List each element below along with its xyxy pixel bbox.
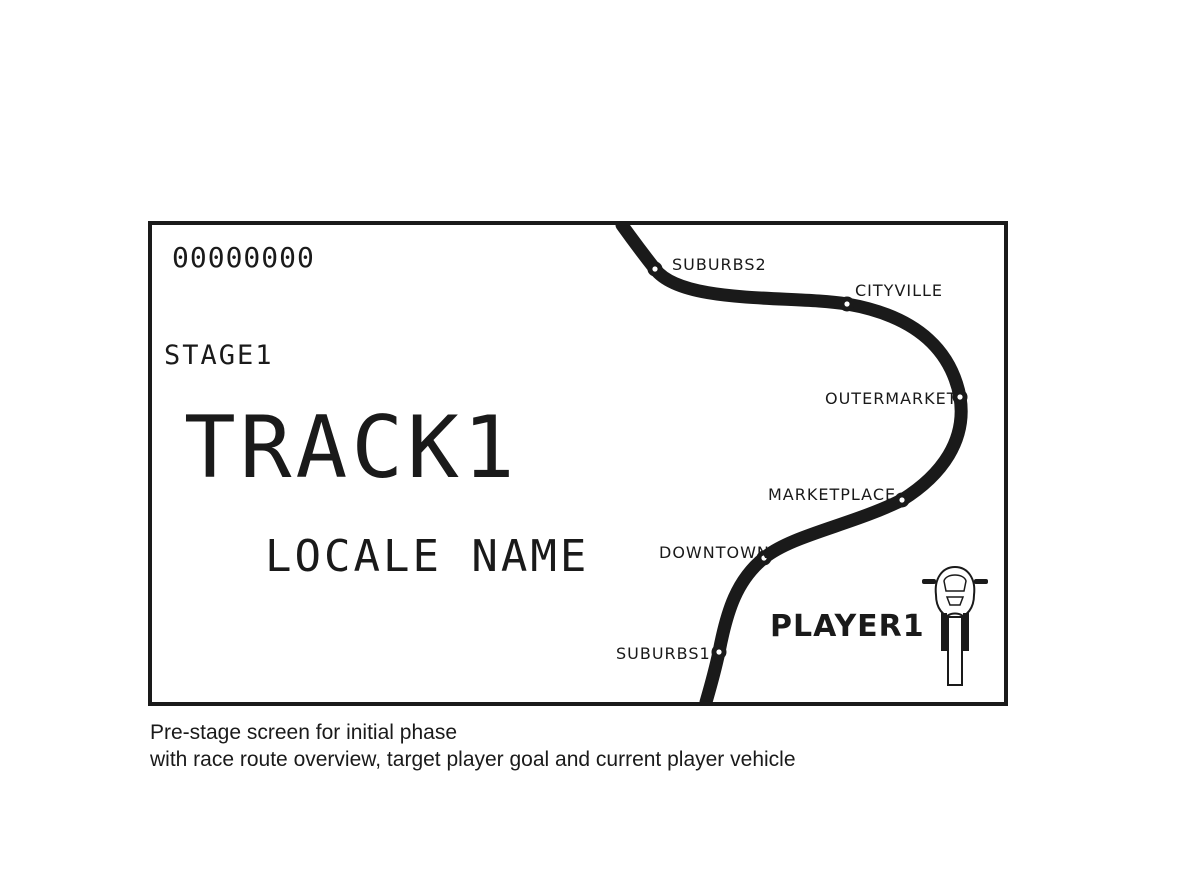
stop-marker-outermarket [952, 389, 968, 405]
stop-marker-suburbs1 [711, 644, 727, 660]
caption-line-2: with race route overview, target player … [150, 748, 796, 771]
race-route-map [615, 225, 968, 702]
stop-marker-cityville [839, 296, 855, 312]
stop-label-downtown: DOWNTOWN [659, 543, 770, 562]
stage-label: STAGE1 [164, 340, 274, 371]
locale-name: LOCALE NAME [265, 531, 590, 582]
stop-marker-marketplace [894, 492, 910, 508]
player-label: PLAYER1 [770, 609, 925, 644]
stop-label-cityville: CITYVILLE [855, 281, 944, 300]
stop-label-suburbs1: SUBURBS1 [616, 644, 711, 663]
caption-line-1: Pre-stage screen for initial phase [150, 721, 457, 744]
track-title: TRACK1 [184, 398, 519, 498]
motorcycle-icon [922, 565, 988, 686]
stop-label-marketplace: MARKETPLACE [768, 485, 897, 504]
stop-marker-downtown [756, 550, 772, 566]
race-route-path [615, 225, 968, 702]
stop-label-outermarket: OUTERMARKET [825, 389, 958, 408]
pre-stage-screen: 00000000 STAGE1 TRACK1 LOCALE NAME SUBUR… [148, 221, 1008, 706]
stop-label-suburbs2: SUBURBS2 [672, 255, 767, 274]
stop-marker-suburbs2 [647, 261, 663, 277]
score-counter: 00000000 [172, 241, 315, 274]
screen-caption: Pre-stage screen for initial phase with … [150, 719, 796, 773]
